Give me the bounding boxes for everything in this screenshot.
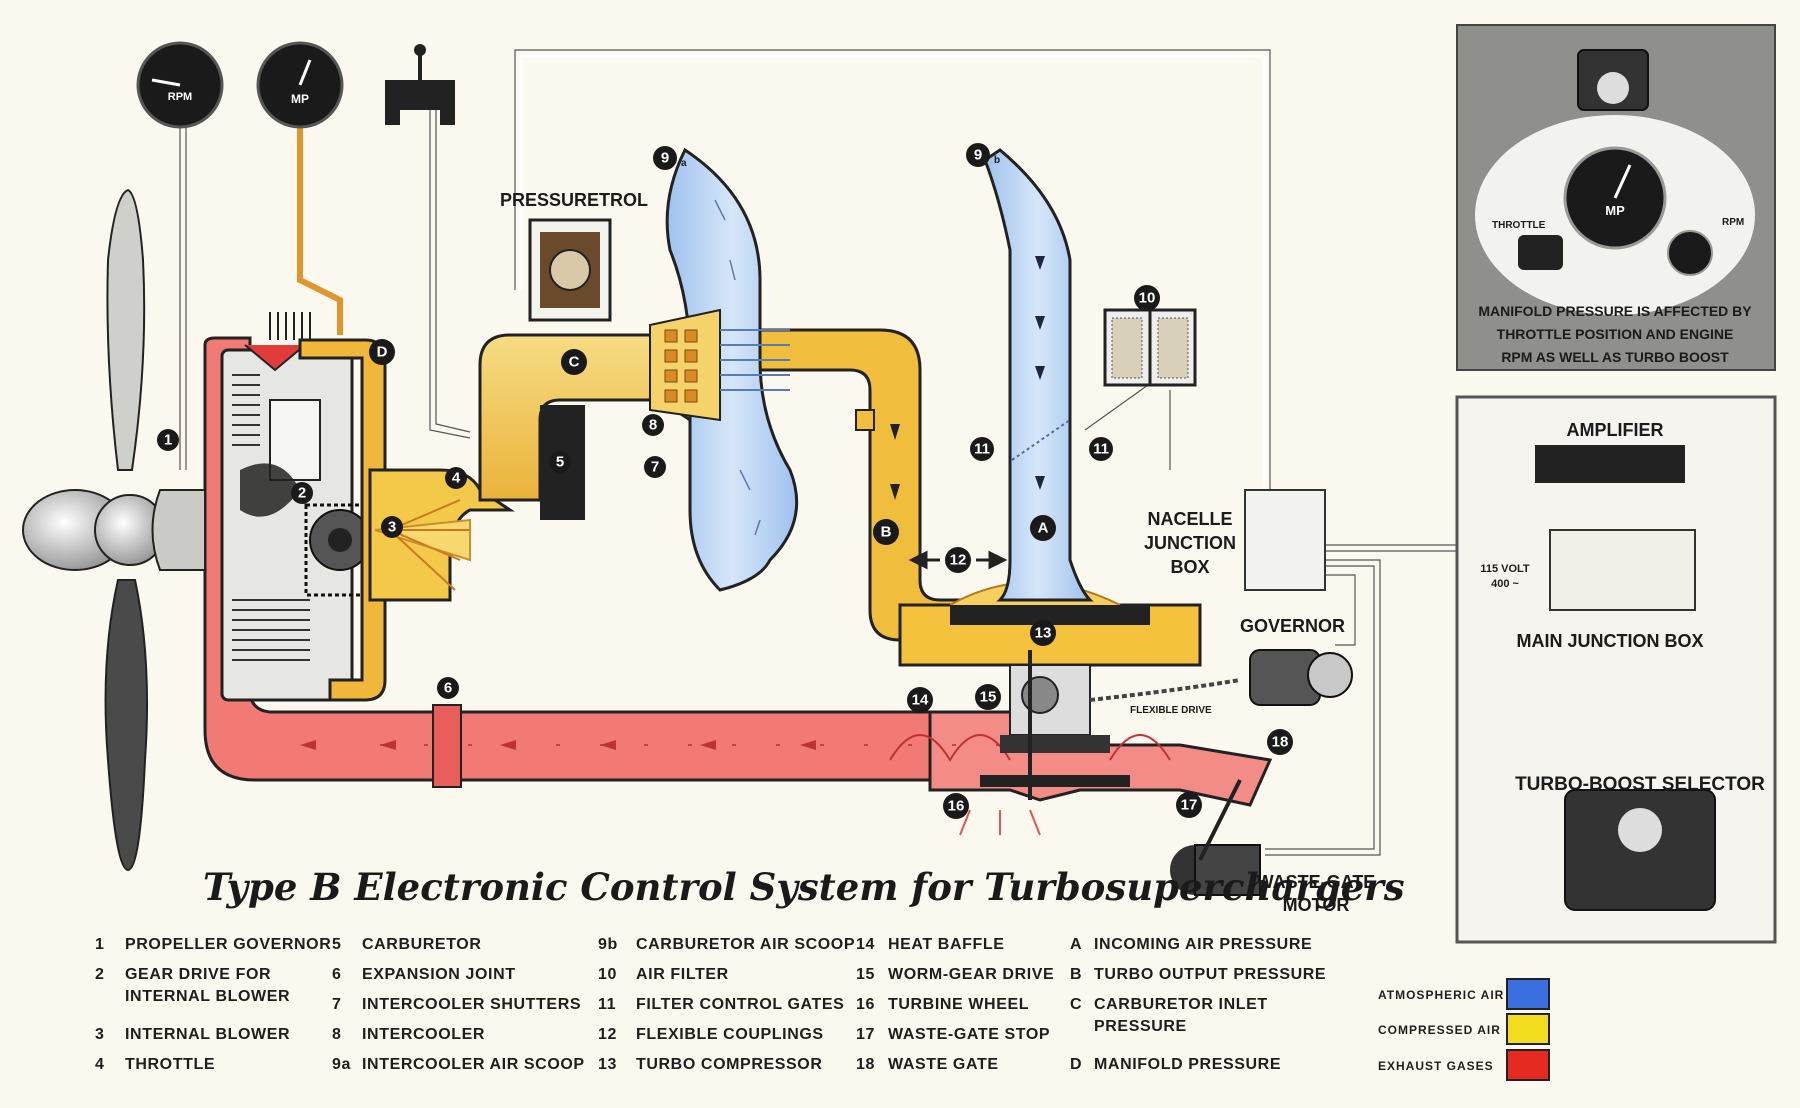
svg-text:RPM: RPM (1722, 217, 1744, 228)
svg-text:11: 11 (1093, 441, 1109, 458)
svg-text:b: b (994, 155, 1000, 166)
key-compressed-label: COMPRESSED AIR (1378, 1023, 1501, 1037)
marker-18: 18 (1267, 729, 1293, 755)
marker-B: B (873, 519, 899, 545)
marker-14: 14 (907, 687, 933, 713)
svg-text:1: 1 (164, 432, 172, 449)
svg-text:B: B (881, 524, 892, 541)
color-key: ATMOSPHERIC AIR COMPRESSED AIR EXHAUST G… (1378, 978, 1553, 1088)
svg-text:7: 7 (651, 459, 659, 476)
svg-text:MANIFOLD PRESSURE IS AFFECTED: MANIFOLD PRESSURE IS AFFECTED BY (1478, 303, 1752, 319)
svg-text:THROTTLE POSITION AND ENGINE: THROTTLE POSITION AND ENGINE (1497, 326, 1734, 342)
svg-text:4: 4 (452, 470, 461, 487)
svg-text:17: 17 (1181, 797, 1198, 814)
svg-text:2: 2 (298, 485, 306, 502)
marker-D: D (369, 339, 395, 365)
svg-text:5: 5 (556, 454, 564, 471)
svg-text:RPM AS WELL AS TURBO BOOST: RPM AS WELL AS TURBO BOOST (1501, 349, 1729, 365)
svg-text:10: 10 (1139, 290, 1156, 307)
controls-inset-panel: AMPLIFIER MAIN JUNCTION BOX 115 VOLT 400… (1457, 397, 1775, 942)
svg-text:JUNCTION: JUNCTION (1144, 533, 1236, 553)
marker-4: 4 (445, 467, 467, 489)
marker-2: 2 (291, 482, 313, 504)
svg-text:8: 8 (649, 417, 657, 434)
svg-text:THROTTLE: THROTTLE (1492, 220, 1546, 231)
propeller (23, 190, 205, 870)
svg-text:11: 11 (974, 441, 990, 458)
marker-16: 16 (943, 793, 969, 819)
air-filter (1105, 310, 1195, 385)
svg-text:AMPLIFIER: AMPLIFIER (1567, 420, 1664, 440)
svg-text:12: 12 (950, 552, 967, 569)
throttle-quadrant (385, 44, 455, 125)
marker-3: 3 (381, 516, 403, 538)
svg-text:C: C (569, 354, 580, 371)
svg-text:MP: MP (291, 92, 309, 106)
pressuretrol (530, 220, 610, 320)
svg-text:9: 9 (974, 147, 982, 164)
key-atmospheric-swatch (1506, 978, 1550, 1010)
marker-9a: 9a (653, 146, 687, 170)
key-atmospheric-label: ATMOSPHERIC AIR (1378, 988, 1504, 1002)
key-exhaust-label: EXHAUST GASES (1378, 1059, 1494, 1073)
marker-11a: 11 (970, 437, 994, 461)
svg-text:9: 9 (661, 150, 669, 167)
svg-text:400 ~: 400 ~ (1491, 578, 1519, 590)
compressed-air-duct (480, 320, 1200, 665)
svg-text:FLEXIBLE DRIVE: FLEXIBLE DRIVE (1130, 705, 1212, 716)
manifold-inset-panel: MP THROTTLE RPM MANIFOLD PRESSURE IS AFF… (1457, 25, 1775, 370)
key-exhaust-swatch (1506, 1049, 1550, 1081)
svg-text:115 VOLT: 115 VOLT (1480, 563, 1530, 575)
marker-13: 13 (1030, 620, 1056, 646)
svg-text:a: a (681, 158, 687, 169)
svg-text:3: 3 (388, 519, 396, 536)
svg-text:D: D (377, 344, 388, 361)
marker-17: 17 (1176, 792, 1202, 818)
svg-text:6: 6 (444, 680, 452, 697)
rpm-gauge: RPM (138, 43, 222, 127)
svg-text:NACELLE: NACELLE (1148, 509, 1233, 529)
svg-text:16: 16 (948, 798, 965, 815)
svg-text:14: 14 (912, 692, 929, 709)
marker-6: 6 (437, 677, 459, 699)
svg-text:GOVERNOR: GOVERNOR (1240, 616, 1345, 636)
marker-11b: 11 (1089, 437, 1113, 461)
marker-15: 15 (975, 684, 1001, 710)
marker-1: 1 (157, 429, 179, 451)
nacelle-junction-box (1245, 490, 1325, 590)
svg-text:15: 15 (980, 689, 997, 706)
svg-text:13: 13 (1035, 625, 1052, 642)
svg-text:PRESSURETROL: PRESSURETROL (500, 190, 648, 210)
marker-12: 12 (945, 547, 971, 573)
marker-A: A (1030, 515, 1056, 541)
marker-C: C (561, 349, 587, 375)
marker-5: 5 (549, 451, 571, 473)
marker-8: 8 (642, 414, 664, 436)
marker-7: 7 (644, 456, 666, 478)
svg-text:MP: MP (1605, 203, 1625, 218)
diagram-title: Type B Electronic Control System for Tur… (203, 865, 1405, 909)
engine-block (222, 312, 372, 700)
marker-10: 10 (1134, 285, 1160, 311)
svg-text:RPM: RPM (168, 91, 192, 103)
key-compressed-swatch (1506, 1013, 1550, 1045)
svg-text:MAIN JUNCTION BOX: MAIN JUNCTION BOX (1516, 631, 1703, 651)
svg-text:18: 18 (1272, 734, 1289, 751)
svg-text:A: A (1038, 520, 1049, 537)
svg-text:BOX: BOX (1170, 557, 1209, 577)
mp-gauge: MP (258, 43, 342, 127)
marker-9b: 9b (966, 143, 1000, 167)
mp-pressure-line (300, 110, 340, 335)
svg-text:TURBO-BOOST SELECTOR: TURBO-BOOST SELECTOR (1515, 774, 1765, 795)
